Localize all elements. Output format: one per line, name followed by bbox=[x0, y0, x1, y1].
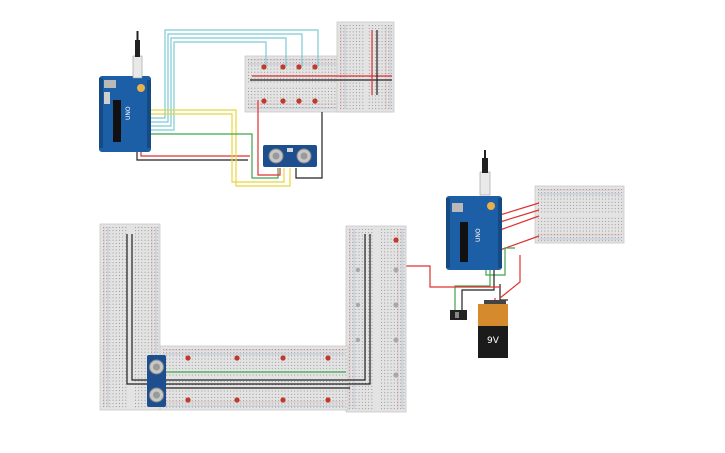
circuit-2: UNO 9V bbox=[396, 150, 625, 358]
led-indicator bbox=[234, 355, 240, 361]
led-indicator bbox=[312, 98, 318, 104]
led-indicator bbox=[355, 267, 361, 273]
ultrasonic-sensor-1[interactable] bbox=[263, 145, 317, 167]
breadboard-holes bbox=[349, 229, 405, 410]
led-indicator bbox=[280, 397, 286, 403]
led-indicator bbox=[280, 64, 286, 70]
led-indicator bbox=[234, 397, 240, 403]
ultrasonic-sensor-2[interactable] bbox=[147, 355, 166, 407]
led-indicator bbox=[280, 98, 286, 104]
svg-text:UNO: UNO bbox=[475, 228, 482, 242]
usb-cable-2 bbox=[479, 150, 491, 196]
led-indicator bbox=[355, 337, 361, 343]
battery-9v: 9V bbox=[478, 300, 508, 358]
breadboard-top-right[interactable] bbox=[336, 21, 395, 113]
led-indicator bbox=[393, 267, 399, 273]
led-indicator bbox=[280, 355, 286, 361]
led-indicator bbox=[393, 337, 399, 343]
led-indicator bbox=[185, 355, 191, 361]
circuit-1: UNO bbox=[99, 21, 395, 187]
arduino-uno-1[interactable]: UNO bbox=[99, 76, 151, 152]
battery-label: 9V bbox=[487, 336, 500, 346]
led-indicator bbox=[393, 372, 399, 378]
usb-cable-1 bbox=[132, 31, 143, 79]
wires-right bbox=[396, 202, 540, 312]
breadboard-right-vertical[interactable] bbox=[345, 225, 407, 413]
led-row-top bbox=[261, 64, 318, 104]
led-indicator bbox=[355, 302, 361, 308]
led-indicator bbox=[325, 397, 331, 403]
led-indicator bbox=[312, 64, 318, 70]
led-indicator bbox=[261, 64, 267, 70]
slide-switch[interactable] bbox=[450, 310, 467, 320]
breadboard-holes bbox=[538, 189, 623, 242]
breadboard-bottom-horizontal[interactable] bbox=[159, 345, 349, 411]
circuit-3 bbox=[99, 223, 407, 413]
led-indicator bbox=[261, 98, 267, 104]
led-indicator bbox=[393, 302, 399, 308]
breadboard-holes bbox=[340, 25, 393, 110]
led-row-bottom bbox=[185, 355, 331, 403]
sensor-wires-top bbox=[148, 100, 323, 187]
led-indicator bbox=[393, 237, 399, 243]
led-indicator bbox=[325, 355, 331, 361]
led-indicator bbox=[296, 64, 302, 70]
cyan-wires bbox=[148, 29, 319, 131]
arduino-uno-2[interactable]: UNO bbox=[446, 196, 502, 270]
led-indicator bbox=[296, 98, 302, 104]
led-column-right bbox=[355, 237, 399, 378]
breadboard-right[interactable] bbox=[534, 185, 625, 244]
svg-text:UNO: UNO bbox=[125, 106, 132, 120]
led-indicator bbox=[185, 397, 191, 403]
rails-bottom bbox=[126, 234, 371, 389]
